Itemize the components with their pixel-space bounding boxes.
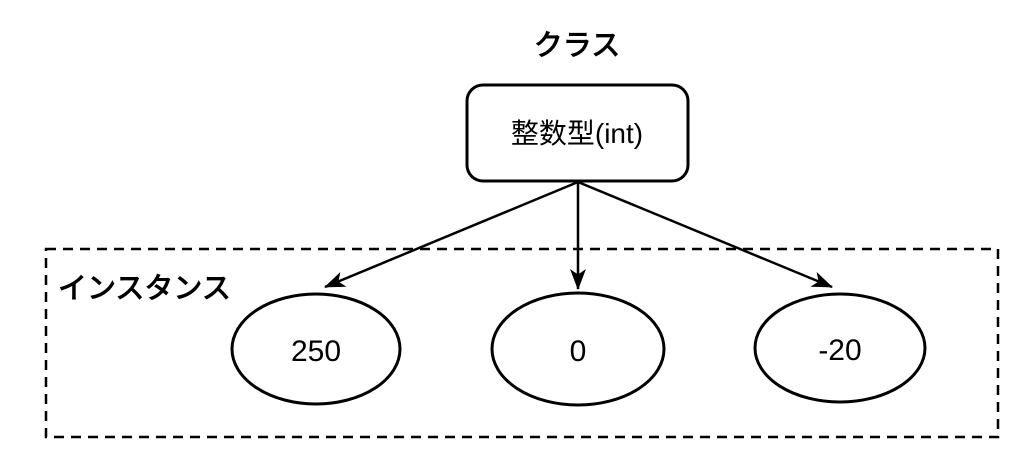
instance-value-3: -20 bbox=[818, 334, 861, 367]
arrow-class-to-instance-3 bbox=[577, 180, 833, 289]
instance-ellipse-2 bbox=[490, 291, 666, 407]
instances-group-label: インスタンス bbox=[58, 272, 231, 305]
class-section-title: クラス bbox=[534, 29, 620, 62]
class-node-label: 整数型(int) bbox=[511, 118, 643, 149]
arrow-class-to-instance-1 bbox=[324, 180, 579, 289]
instance-ellipse-1 bbox=[230, 292, 402, 406]
instances-group-box bbox=[44, 247, 1000, 439]
instance-ellipse-3 bbox=[753, 292, 927, 404]
instance-value-1: 250 bbox=[291, 335, 341, 368]
instance-value-2: 0 bbox=[570, 335, 587, 368]
